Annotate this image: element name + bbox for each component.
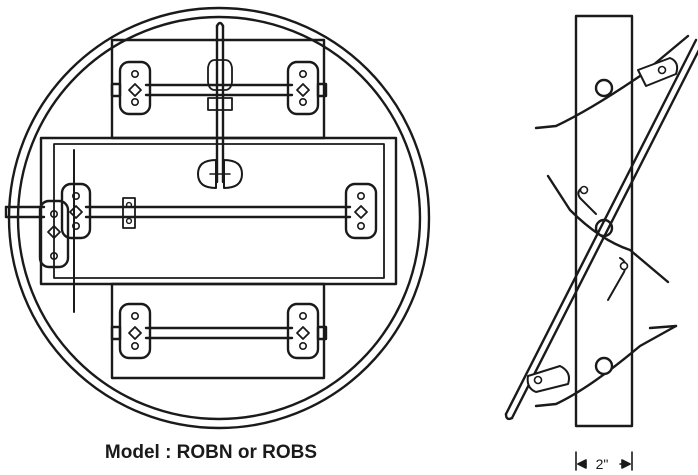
top-blade-shaft-assembly — [110, 60, 328, 116]
side-blade-bottom — [534, 324, 678, 408]
bearing-plate — [344, 182, 378, 240]
frame-channel — [574, 14, 634, 428]
bearing-plate — [38, 199, 70, 269]
blade-pivot-bottom — [594, 356, 614, 376]
bearing-plate — [118, 60, 152, 116]
front-view — [4, 6, 431, 430]
bearing-plate — [286, 60, 320, 116]
middle-blade — [39, 136, 398, 286]
crank-arm-bottom — [526, 365, 570, 393]
bearing-plate — [286, 302, 320, 360]
bearing-plate — [60, 182, 92, 240]
blade-pivot-top — [594, 78, 614, 98]
vertical-linkage-rod — [197, 21, 243, 189]
middle-blade-shaft-assembly — [60, 182, 378, 240]
side-linkage-rod — [504, 38, 698, 421]
bottom-blade-shaft-assembly — [110, 302, 328, 360]
crank-arm-top — [637, 57, 679, 87]
linkage-clip — [197, 159, 217, 189]
dimension-line — [575, 451, 633, 471]
shaft-collar — [122, 197, 136, 229]
model-caption: Model : ROBN or ROBS — [104, 442, 318, 463]
bottom-blade — [110, 282, 326, 380]
side-view — [504, 14, 698, 471]
side-blade-top — [534, 34, 690, 130]
left-actuator-shaft — [4, 149, 75, 313]
middle-blade-inner — [53, 143, 385, 279]
bearing-plate — [118, 302, 152, 360]
blade-depth-dimension-label: 2" — [595, 456, 609, 472]
